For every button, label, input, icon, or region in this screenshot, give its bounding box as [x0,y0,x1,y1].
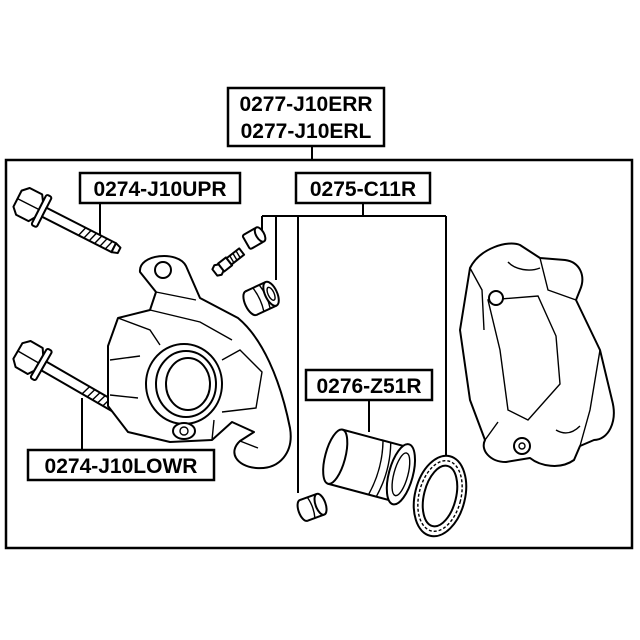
piston-label: 0276-Z51R [304,368,434,402]
piston-label-text: 0276-Z51R [316,375,421,398]
kit-frame [4,158,634,550]
caliper-body [107,254,292,470]
caliper-bore-inner [165,357,211,411]
upper-bolt-label: 0274-J10UPR [78,171,242,205]
bleeder-screw [211,247,246,277]
upper-bolt-label-text: 0274-J10UPR [93,178,226,201]
bracket-lower-hole [513,437,531,455]
lower-bolt-label-text: 0274-J10LOWR [45,455,198,478]
seal-kit-label-text: 0275-C11R [310,178,416,201]
caliper-bracket [459,242,615,467]
lower-bolt-label: 0274-J10LOWR [26,448,216,482]
assembly-label: 0277-J10ERR 0277-J10ERL [226,86,386,148]
upper-guide-bolt [12,187,122,255]
caliper-lower-sleeve [172,422,196,440]
leader-lines [81,203,447,493]
piston [322,428,417,506]
bracket-upper-hole [488,290,504,306]
assembly-label-left: 0277-J10ERL [241,120,372,143]
bleeder-cap [241,226,267,250]
lower-guide-bolt [12,340,125,415]
small-boot [296,492,328,522]
assembly-label-right: 0277-J10ERR [239,93,372,116]
seal-kit-label: 0275-C11R [294,171,432,205]
caliper-ear-hole [154,261,172,279]
piston-seal [412,454,468,538]
pin-boot [242,280,280,317]
